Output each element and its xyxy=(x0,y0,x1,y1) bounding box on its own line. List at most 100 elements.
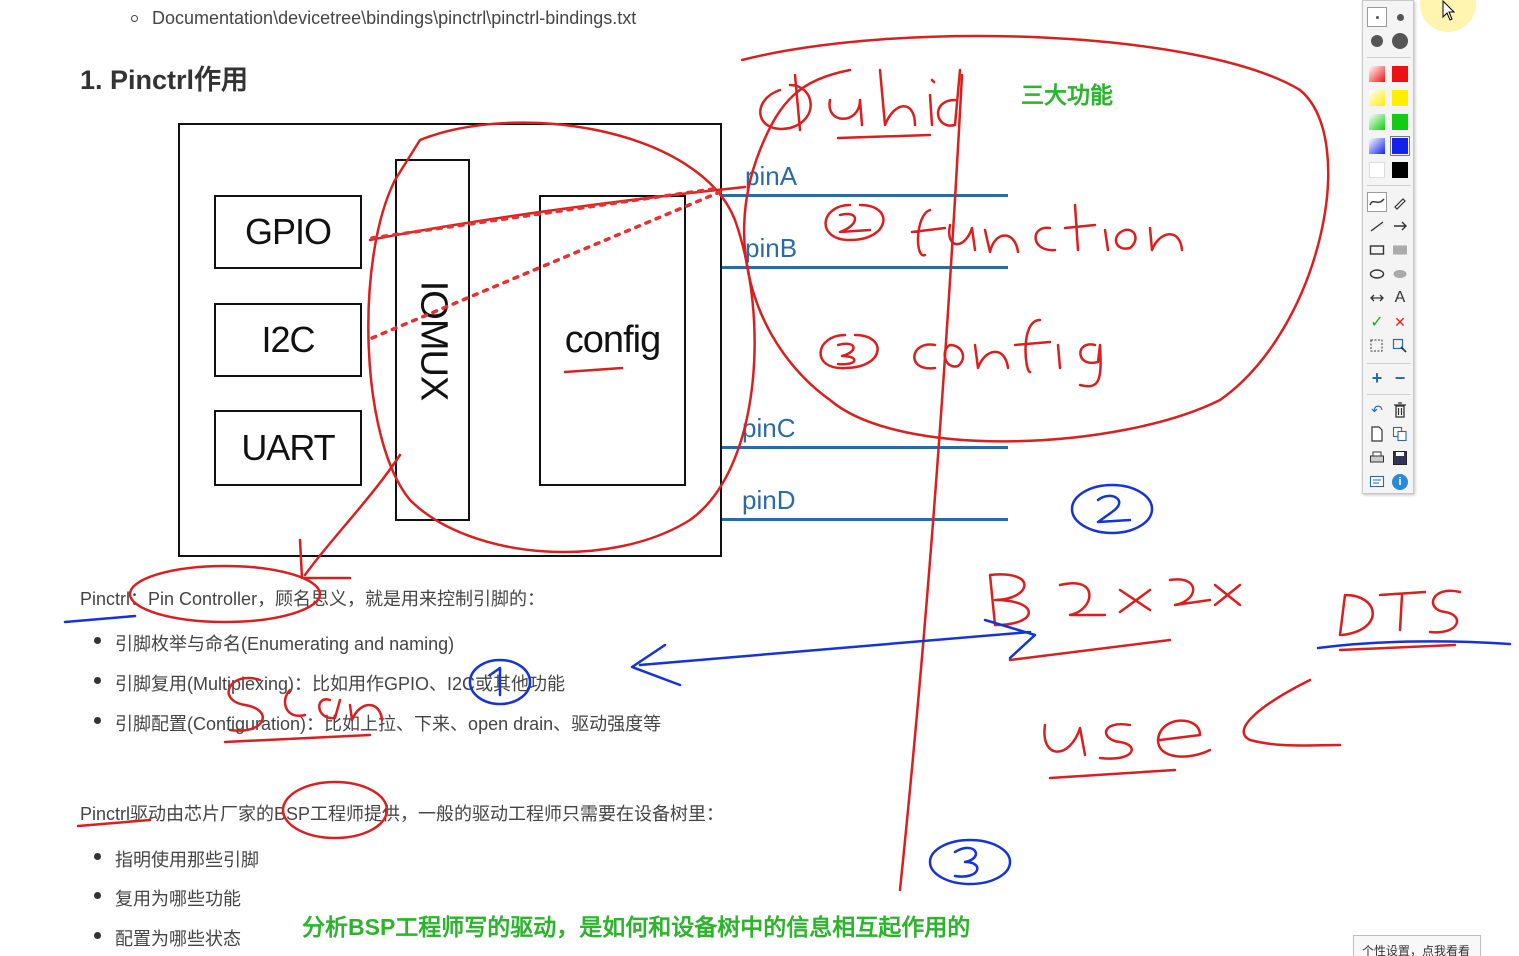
blue-digit-stroke xyxy=(488,666,502,697)
new-page-icon[interactable] xyxy=(1367,424,1387,444)
blue-digit-stroke xyxy=(1096,494,1132,524)
arrow-icon[interactable] xyxy=(1390,216,1410,236)
cross-icon[interactable]: ✕ xyxy=(1394,313,1406,330)
pen-icon[interactable] xyxy=(1367,192,1387,212)
double-arrow-right-head xyxy=(983,618,1037,660)
pin-c-line xyxy=(722,446,1008,449)
handwritten-word xyxy=(824,203,1184,257)
light-green-swatch[interactable] xyxy=(1367,112,1387,132)
green-swatch[interactable] xyxy=(1390,112,1410,132)
info-icon[interactable]: i xyxy=(1390,472,1410,492)
i2c-block: I2C xyxy=(214,303,362,377)
blue-circle-stroke xyxy=(1070,483,1154,535)
copy-icon[interactable] xyxy=(1390,424,1410,444)
light-red-swatch[interactable] xyxy=(1367,64,1387,84)
arrow-stroke xyxy=(303,453,402,577)
bullet xyxy=(94,717,101,724)
mouse-cursor-icon xyxy=(1442,0,1456,21)
annotation-toolbar: A ✓ ✕ + − ↶ i xyxy=(1362,0,1414,494)
double-arrow-shaft xyxy=(638,630,1032,667)
feature-item: 引脚复用(Multiplexing)：比如用作GPIO、I2C或其他功能 xyxy=(115,674,566,694)
handwritten-word xyxy=(819,318,1102,388)
zoom-icon[interactable] xyxy=(1390,336,1410,356)
blue-underline-stroke xyxy=(63,614,137,624)
rectangle-icon[interactable] xyxy=(1367,240,1387,260)
handwritten-word xyxy=(1043,719,1212,780)
blue-circle-stroke xyxy=(468,658,532,706)
bracket-stroke xyxy=(1242,678,1342,747)
gpio-mux-route xyxy=(370,186,722,240)
iomux-block: IOMUX xyxy=(395,159,470,521)
handwritten-word xyxy=(1338,589,1462,652)
config-block: config xyxy=(539,195,686,486)
gpio-block: GPIO xyxy=(214,195,362,269)
blue-circle-stroke xyxy=(928,838,1012,886)
plus-icon[interactable]: + xyxy=(1371,367,1383,388)
big-ellipse-stroke xyxy=(740,34,1330,443)
doc-path-link[interactable]: Documentation\devicetree\bindings\pinctr… xyxy=(152,8,637,28)
light-yellow-swatch[interactable] xyxy=(1367,88,1387,108)
intro-rest: ，顾名思义，就是用来控制引脚的： xyxy=(257,589,546,609)
screen-icon[interactable] xyxy=(1367,472,1387,492)
bsp-rest: 驱动由芯片厂家的BSP工程师提供，一般的驱动工程师只需要在设备树里： xyxy=(130,804,725,824)
dts-item: 指明使用那些引脚 xyxy=(115,850,259,870)
analysis-note: 分析BSP工程师写的驱动，是如何和设备树中的信息相互起作用的 xyxy=(302,914,971,940)
uart-block: UART xyxy=(214,410,362,486)
pin-a-line xyxy=(722,194,1008,197)
pin-b-label: pinB xyxy=(745,233,798,263)
three-functions-note: 三大功能 xyxy=(1021,82,1113,108)
feature-item: 引脚枚举与命名(Enumerating and naming) xyxy=(115,634,455,654)
ellipse-icon[interactable] xyxy=(1367,264,1387,284)
pin-c-label: pinC xyxy=(742,413,796,443)
print-icon[interactable] xyxy=(1367,448,1387,468)
select-icon[interactable] xyxy=(1367,336,1387,356)
underline-stroke xyxy=(76,818,152,828)
double-arrow-icon[interactable] xyxy=(1367,288,1387,308)
line-icon[interactable] xyxy=(1367,216,1387,236)
check-icon[interactable]: ✓ xyxy=(1370,314,1384,331)
pin-controller-circle xyxy=(128,564,322,624)
xlarge-dot-icon[interactable] xyxy=(1390,31,1410,51)
blue-underline-stroke xyxy=(1316,640,1512,650)
filled-rectangle-icon[interactable] xyxy=(1390,240,1410,260)
handwritten-word xyxy=(223,676,384,744)
filled-ellipse-icon[interactable] xyxy=(1390,264,1410,284)
bullet xyxy=(94,932,101,939)
dts-item: 复用为哪些功能 xyxy=(115,889,241,909)
red-swatch[interactable] xyxy=(1390,64,1410,84)
trash-icon[interactable] xyxy=(1390,400,1410,420)
bullet xyxy=(94,892,101,899)
black-swatch[interactable] xyxy=(1390,160,1410,180)
large-dot-icon[interactable] xyxy=(1367,31,1387,51)
i2c-mux-route xyxy=(370,190,722,340)
save-icon[interactable] xyxy=(1390,448,1410,468)
section-heading: 1. Pinctrl作用 xyxy=(80,65,249,95)
iomux-circle-stroke xyxy=(367,121,756,554)
soc-frame xyxy=(178,123,722,557)
gpio-route-stroke xyxy=(368,185,747,242)
sub-bullet xyxy=(131,15,138,22)
text-icon[interactable]: A xyxy=(1394,289,1406,306)
blue-swatch[interactable] xyxy=(1390,136,1410,156)
minus-icon[interactable]: − xyxy=(1394,367,1406,388)
undo-icon[interactable]: ↶ xyxy=(1371,401,1383,418)
settings-tooltip[interactable]: 个性设置，点我看看 xyxy=(1353,935,1481,956)
white-swatch[interactable] xyxy=(1367,160,1387,180)
handwritten-word xyxy=(759,68,962,132)
highlighter-icon[interactable] xyxy=(1390,192,1410,212)
bullet xyxy=(94,677,101,684)
pin-d-line xyxy=(722,518,1008,521)
small-dot-icon[interactable] xyxy=(1367,7,1387,27)
medium-dot-icon[interactable] xyxy=(1390,7,1410,27)
underline-stroke xyxy=(836,133,932,140)
yellow-swatch[interactable] xyxy=(1390,88,1410,108)
bsp-circle xyxy=(281,780,389,840)
dts-item: 配置为哪些状态 xyxy=(115,929,241,949)
divider-stroke xyxy=(898,73,964,892)
bsp-term: Pinctrl xyxy=(80,804,131,824)
handwritten-word xyxy=(988,573,1242,662)
pin-b-line xyxy=(722,266,1008,269)
light-blue-swatch[interactable] xyxy=(1367,136,1387,156)
